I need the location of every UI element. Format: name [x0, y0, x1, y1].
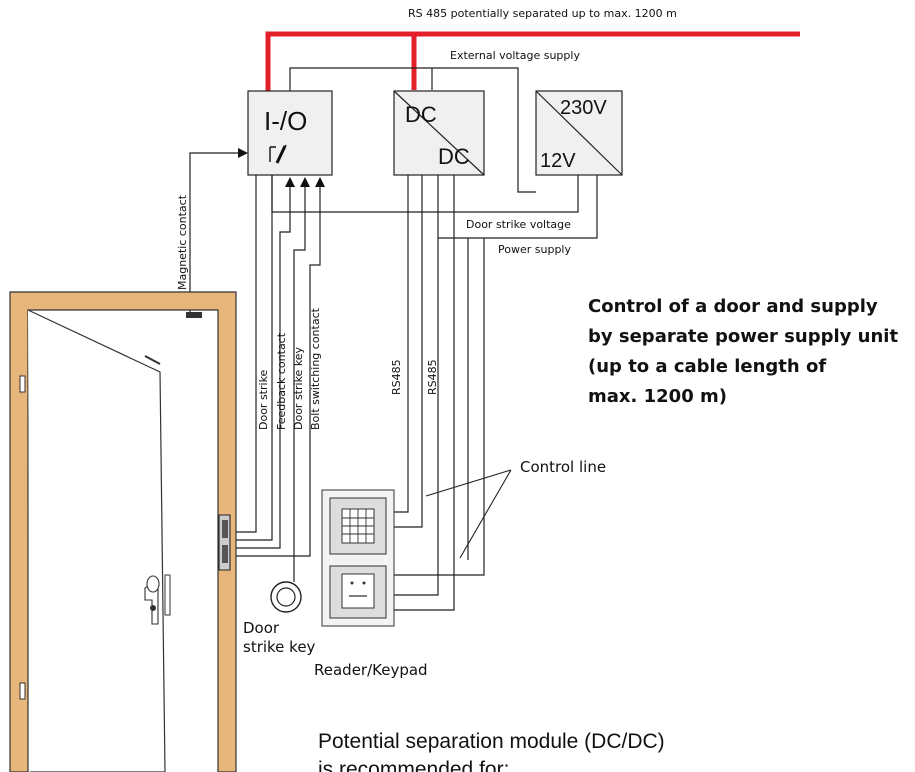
rs485-label-b: RS485 — [426, 359, 439, 395]
door-strike-key-label: Door strike key — [292, 346, 305, 430]
door-strike-voltage-label: Door strike voltage — [466, 218, 571, 231]
heading-line-1: Control of a door and supply — [588, 296, 878, 317]
door-strike-key-wire — [293, 187, 306, 582]
note-line-2: is recommended for: — [318, 758, 509, 772]
psu-out-label: 12V — [540, 150, 576, 172]
io-input-arrows — [285, 177, 325, 187]
reader-keypad — [321, 489, 395, 627]
switch-blade-icon — [275, 145, 287, 164]
door-strike-voltage-wire — [271, 175, 579, 213]
reader-keypad-label: Reader/Keypad — [314, 661, 428, 679]
bolt-switching-contact-label: Bolt switching contact — [309, 307, 322, 430]
power-supply-unit: 230V 12V — [535, 90, 623, 176]
power-supply-label: Power supply — [498, 243, 571, 256]
magnetic-contact-sensor — [186, 312, 202, 318]
note-line-1: Potential separation module (DC/DC) — [318, 730, 665, 753]
door-leaf — [27, 309, 166, 772]
heading-line-4: max. 1200 m) — [588, 386, 727, 407]
external-voltage-label: External voltage supply — [450, 49, 580, 62]
magnetic-contact-label: Magnetic contact — [176, 194, 189, 290]
bus-label: RS 485 potentially separated up to max. … — [408, 7, 677, 20]
door-frame — [9, 291, 237, 772]
magnetic-contact-wire — [189, 152, 240, 315]
control-line-label: Control line — [520, 458, 606, 476]
reader-led-icon — [362, 581, 366, 585]
door-strike-key-device-label-2: strike key — [243, 638, 316, 656]
io-module-label: I-/O — [264, 106, 307, 136]
power-supply-wire — [438, 175, 598, 239]
door-hinge — [19, 375, 26, 393]
bolt-switching-wire — [232, 187, 321, 557]
rs485-wire-b — [394, 175, 455, 611]
control-line-wire — [394, 238, 485, 576]
door-strike-label: Door strike — [257, 369, 270, 430]
control-line-pointers — [425, 469, 512, 559]
rs485-wire-a — [394, 175, 423, 528]
reader-led-icon — [350, 581, 354, 585]
heading-line-3: (up to a cable length of — [588, 356, 826, 377]
rs485-label-a: RS485 — [390, 359, 403, 395]
door-strike-key-device-label-1: Door — [243, 619, 280, 637]
feedback-contact-wire — [232, 187, 291, 549]
door-strike-key-button — [270, 581, 302, 613]
keypad-grid-icon — [342, 509, 374, 543]
arrow-up-icon — [285, 177, 295, 187]
external-voltage-wire — [289, 67, 536, 193]
rs485-bus — [265, 31, 800, 95]
dcdc-in-label: DC — [405, 102, 437, 127]
door-lock-cylinder — [150, 605, 156, 611]
psu-in-label: 230V — [560, 97, 607, 119]
dcdc-out-label: DC — [438, 144, 470, 169]
dcdc-module: DC DC — [393, 90, 485, 176]
door-hinge — [19, 682, 26, 700]
door-strike-wire — [232, 175, 273, 541]
feedback-contact-label: Feedback contact — [275, 332, 288, 430]
heading-line-2: by separate power supply unit — [588, 326, 898, 347]
arrow-up-icon — [315, 177, 325, 187]
io-module: I-/O — [247, 90, 333, 176]
arrow-up-icon — [300, 177, 310, 187]
magnetic-contact-arrow-icon — [238, 148, 248, 158]
door — [9, 291, 237, 772]
